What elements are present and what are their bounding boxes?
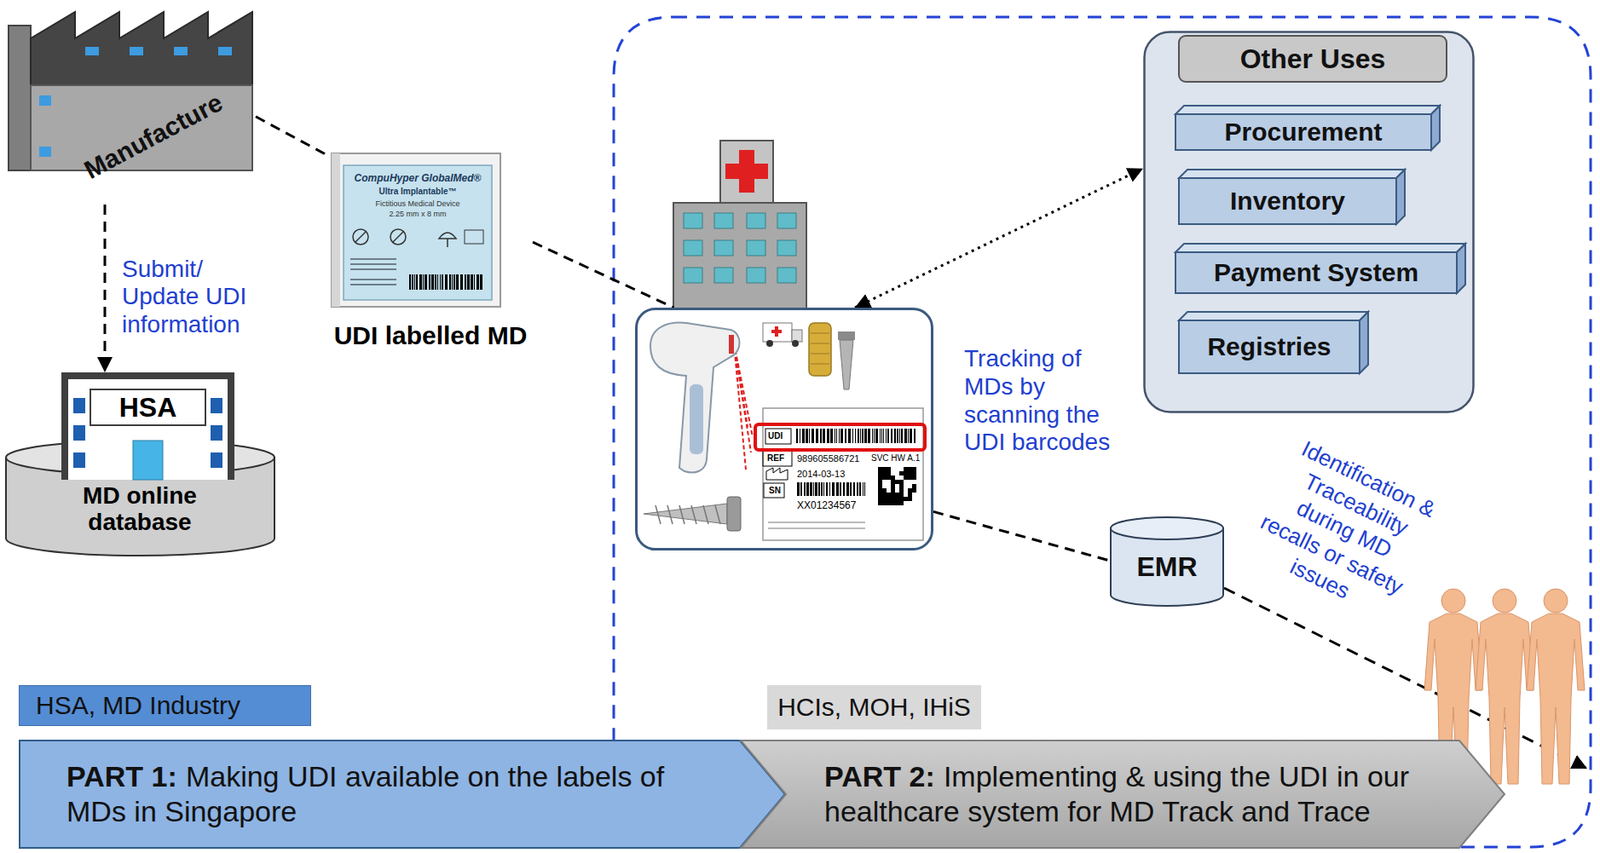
arrow-drawing <box>18 739 786 850</box>
phase-arrow: PART 2:Implementing & using the UDI in o… <box>739 739 1506 850</box>
text-slot: MD online database <box>54 483 226 537</box>
uses-panel-text: Other Uses <box>1240 43 1387 76</box>
use-box-text: Payment System <box>1213 258 1419 288</box>
database-cylinder-text: EMR <box>1136 551 1197 584</box>
part-heading: PART 2: <box>824 760 936 793</box>
healthcare-region <box>613 17 1591 848</box>
stakeholder-box-text: HCIs, MOH, IHiS <box>777 693 971 723</box>
text-slot: Tracking of MDs by scanning the UDI barc… <box>964 345 1122 457</box>
scanning-box-text: Tracking of MDs by scanning the UDI barc… <box>964 345 1122 457</box>
database-building-text: MD online database <box>54 483 226 537</box>
factory-icon: Manufacture <box>0 0 256 205</box>
part-heading: PART 1: <box>66 760 178 793</box>
data-exchange-arrow <box>854 168 1144 308</box>
use-box: Registries <box>1178 311 1369 374</box>
database-building: HSA MD online database <box>5 372 276 556</box>
text-slot: EMR <box>1109 540 1225 594</box>
traceability-note-box: Identification & Traceability during MD … <box>1239 430 1450 629</box>
use-box-text: Inventory <box>1230 186 1346 216</box>
use-box-text: Registries <box>1207 332 1331 362</box>
phase-arrow: PART 1:Making UDI available on the label… <box>18 739 786 850</box>
text-slot: UDI labelled MD <box>328 320 533 352</box>
device-package: UDI labelled MD <box>328 151 533 353</box>
text-slot: Registries <box>1178 320 1360 374</box>
edge-label-box: Submit/ Update UDI information <box>121 255 272 339</box>
text-slot: HSA <box>90 389 206 426</box>
database-cylinder: EMR <box>1109 514 1225 607</box>
text-slot: HCIs, MOH, IHiS <box>767 685 982 730</box>
scanner-drawing <box>635 307 934 551</box>
text-slot: Inventory <box>1178 178 1397 225</box>
stakeholder-box-text: HSA, MD Industry <box>35 691 241 721</box>
database-building-text: HSA <box>119 393 178 422</box>
use-box: Procurement <box>1175 105 1440 151</box>
submit-arrow <box>103 204 106 373</box>
arrow-drawing <box>739 739 1506 850</box>
traceability-note: Identification & Traceability during MD … <box>1239 430 1450 629</box>
use-box-text: Procurement <box>1224 117 1382 147</box>
text-block: PART 2:Implementing & using the UDI in o… <box>824 759 1456 830</box>
text-block: PART 1:Making UDI available on the label… <box>66 759 698 830</box>
stakeholder-box: HSA, MD Industry <box>18 685 312 727</box>
uses-panel: ProcurementInventoryPayment SystemRegist… <box>1143 30 1475 414</box>
stakeholder-box: HCIs, MOH, IHiS <box>767 685 982 730</box>
text-slot: Payment System <box>1175 252 1457 294</box>
use-box: Payment System <box>1175 243 1466 294</box>
hospital-icon <box>673 140 807 314</box>
text-slot: Procurement <box>1175 114 1432 151</box>
device-package-text: UDI labelled MD <box>328 320 533 352</box>
record-line <box>933 511 1110 561</box>
text-slot: Other Uses <box>1178 35 1447 82</box>
scanning-box: Tracking of MDs by scanning the UDI barc… <box>635 307 934 551</box>
supply-line <box>532 242 675 308</box>
text-slot: HSA, MD Industry <box>18 685 312 727</box>
use-box: Inventory <box>1178 169 1405 225</box>
supply-line <box>255 116 329 156</box>
edge-label: Submit/ Update UDI information <box>121 255 272 339</box>
